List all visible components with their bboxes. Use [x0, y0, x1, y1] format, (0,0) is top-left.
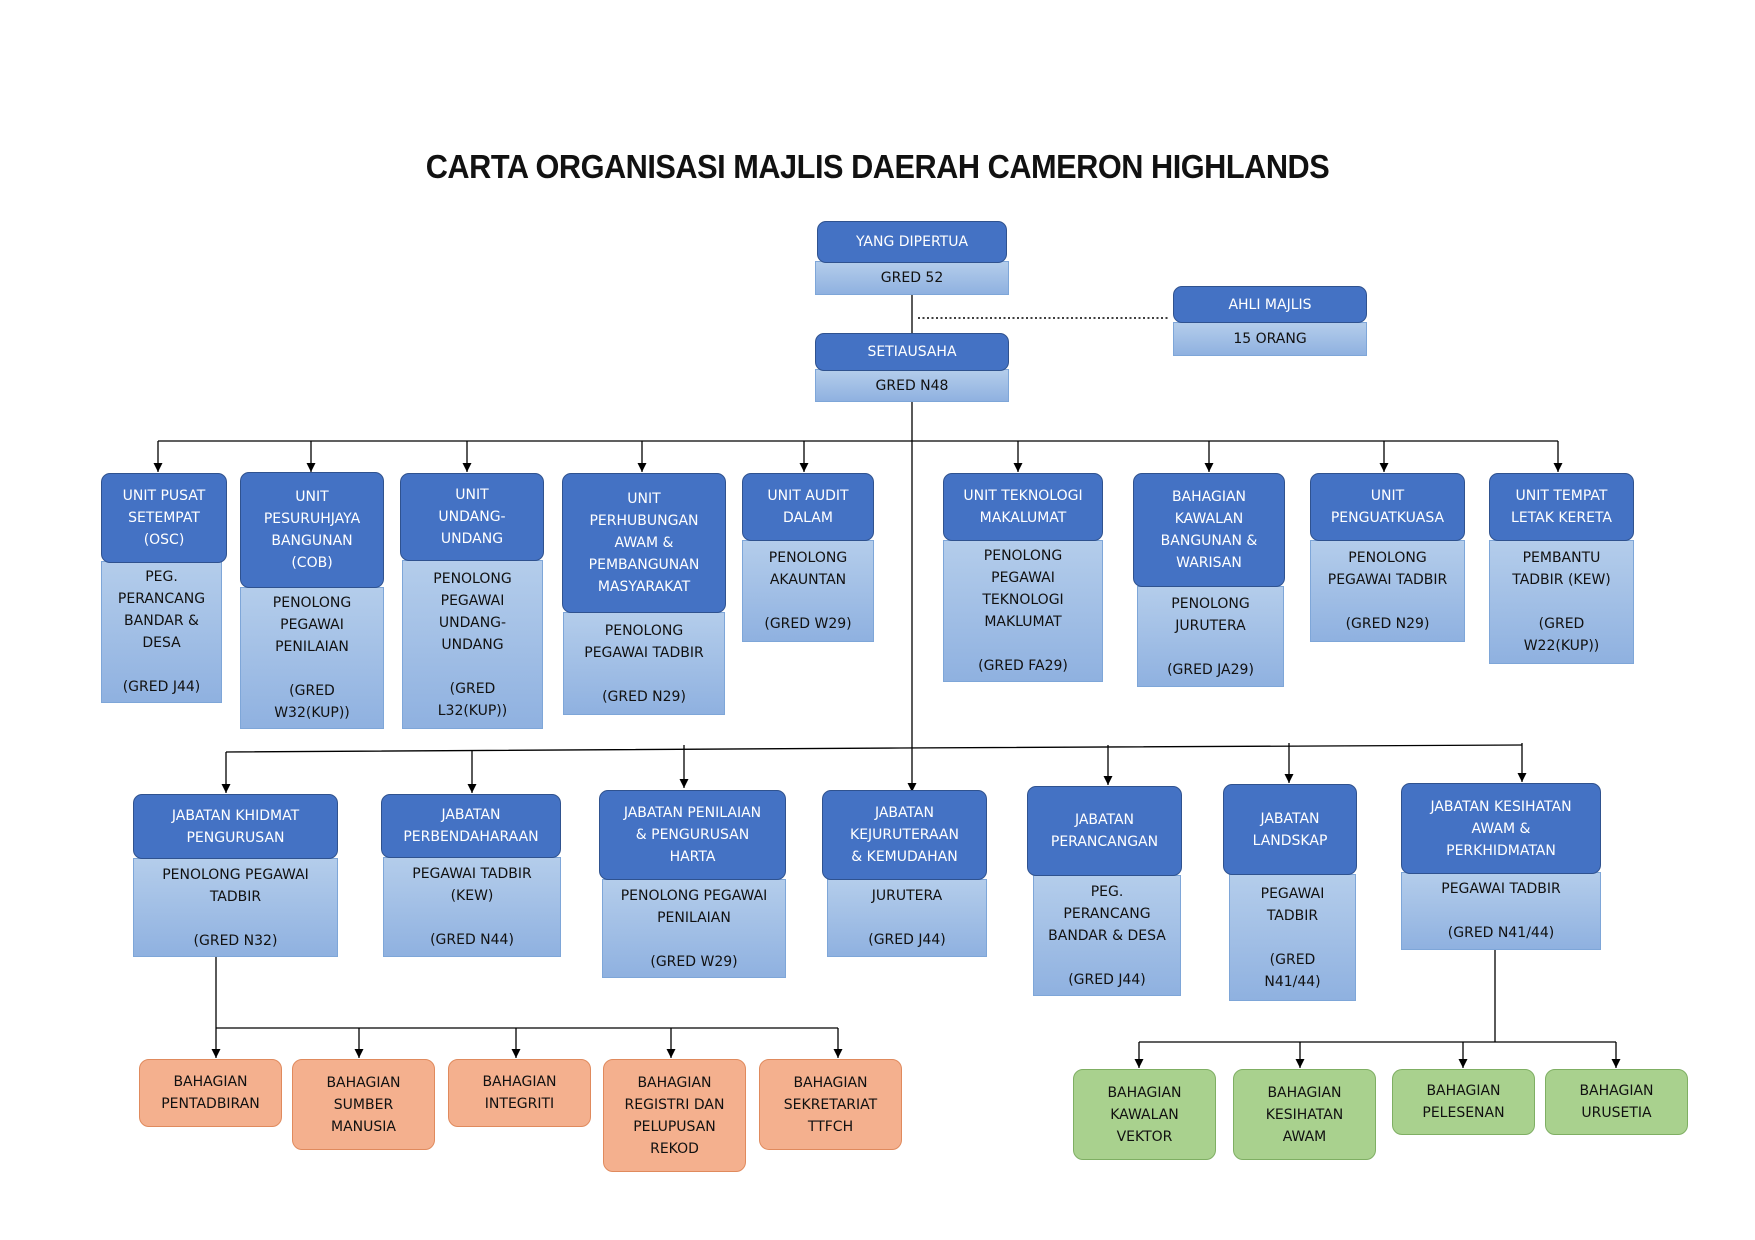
jabatan-landskap-head: JABATAN LANDSKAP	[1223, 784, 1357, 875]
jabatan-khidmat-head: JABATAN KHIDMAT PENGURUSAN	[133, 794, 338, 859]
jabatan-penilaian-head: JABATAN PENILAIAN & PENGURUSAN HARTA	[599, 790, 786, 880]
jabatan-kesihatan-head: JABATAN KESIHATAN AWAM & PERKHIDMATAN	[1401, 783, 1601, 874]
unit-teknologi-officer: PENOLONG PEGAWAI TEKNOLOGI MAKLUMAT (GRE…	[943, 540, 1103, 682]
unit-undang-officer: PENOLONG PEGAWAI UNDANG- UNDANG (GRED L3…	[402, 560, 543, 729]
jabatan-penilaian-officer: PENOLONG PEGAWAI PENILAIAN (GRED W29)	[602, 879, 786, 978]
chart-title: CARTA ORGANISASI MAJLIS DAERAH CAMERON H…	[425, 148, 1330, 185]
bahagian-kawalan-vektor: BAHAGIAN KAWALAN VEKTOR	[1073, 1069, 1216, 1160]
jabatan-kesihatan-officer: PEGAWAI TADBIR (GRED N41/44)	[1401, 872, 1601, 950]
unit-perhubungan-head: UNIT PERHUBUNGAN AWAM & PEMBANGUNAN MASY…	[562, 473, 726, 613]
jabatan-kejuruteraan-head: JABATAN KEJURUTERAAN & KEMUDAHAN	[822, 790, 987, 880]
jabatan-khidmat-officer: PENOLONG PEGAWAI TADBIR (GRED N32)	[133, 858, 338, 957]
jabatan-landskap-officer: PEGAWAI TADBIR (GRED N41/44)	[1229, 874, 1356, 1001]
bahagian-kawalan-bangunan-officer: PENOLONG JURUTERA (GRED JA29)	[1137, 586, 1284, 687]
unit-teknologi-head: UNIT TEKNOLOGI MAKALUMAT	[943, 473, 1103, 541]
unit-tempat-letak-kereta-head: UNIT TEMPAT LETAK KERETA	[1489, 473, 1634, 541]
unit-cob-head: UNIT PESURUHJAYA BANGUNAN (COB)	[240, 472, 384, 588]
bahagian-sumber-manusia: BAHAGIAN SUMBER MANUSIA	[292, 1059, 435, 1150]
unit-penguatkuasa-officer: PENOLONG PEGAWAI TADBIR (GRED N29)	[1310, 540, 1465, 642]
unit-perhubungan-officer: PENOLONG PEGAWAI TADBIR (GRED N29)	[563, 612, 725, 715]
bahagian-kesihatan-awam: BAHAGIAN KESIHATAN AWAM	[1233, 1069, 1376, 1160]
bahagian-pentadbiran: BAHAGIAN PENTADBIRAN	[139, 1059, 282, 1127]
jabatan-perancangan-head: JABATAN PERANCANGAN	[1027, 786, 1182, 876]
bahagian-registri: BAHAGIAN REGISTRI DAN PELUPUSAN REKOD	[603, 1059, 746, 1172]
unit-osc-head: UNIT PUSAT SETEMPAT (OSC)	[101, 473, 227, 563]
jabatan-kejuruteraan-officer: JURUTERA (GRED J44)	[827, 879, 987, 957]
unit-cob-officer: PENOLONG PEGAWAI PENILAIAN (GRED W32(KUP…	[240, 587, 384, 729]
yang-dipertua-grade: GRED 52	[815, 261, 1009, 295]
unit-audit-officer: PENOLONG AKAUNTAN (GRED W29)	[742, 540, 874, 642]
ahli-majlis-count: 15 ORANG	[1173, 322, 1367, 356]
unit-penguatkuasa-head: UNIT PENGUATKUASA	[1310, 473, 1465, 541]
unit-undang-head: UNIT UNDANG- UNDANG	[400, 473, 544, 561]
bahagian-urusetia: BAHAGIAN URUSETIA	[1545, 1069, 1688, 1135]
ahli-majlis-box: AHLI MAJLIS	[1173, 286, 1367, 323]
yang-dipertua-box: YANG DIPERTUA	[817, 221, 1007, 263]
bahagian-sekretariat: BAHAGIAN SEKRETARIAT TTFCH	[759, 1059, 902, 1150]
setiausaha-box: SETIAUSAHA	[815, 333, 1009, 371]
jabatan-perbendaharaan-head: JABATAN PERBENDAHARAAN	[381, 794, 561, 858]
unit-audit-head: UNIT AUDIT DALAM	[742, 473, 874, 541]
jabatan-perbendaharaan-officer: PEGAWAI TADBIR (KEW) (GRED N44)	[383, 857, 561, 957]
jabatan-perancangan-officer: PEG. PERANCANG BANDAR & DESA (GRED J44)	[1033, 875, 1181, 996]
bahagian-pelesenan: BAHAGIAN PELESENAN	[1392, 1069, 1535, 1135]
unit-tempat-letak-kereta-officer: PEMBANTU TADBIR (KEW) (GRED W22(KUP))	[1489, 540, 1634, 664]
unit-osc-officer: PEG. PERANCANG BANDAR & DESA (GRED J44)	[101, 561, 222, 703]
bahagian-integriti: BAHAGIAN INTEGRITI	[448, 1059, 591, 1127]
bahagian-kawalan-bangunan-head: BAHAGIAN KAWALAN BANGUNAN & WARISAN	[1133, 473, 1285, 587]
setiausaha-grade: GRED N48	[815, 369, 1009, 402]
